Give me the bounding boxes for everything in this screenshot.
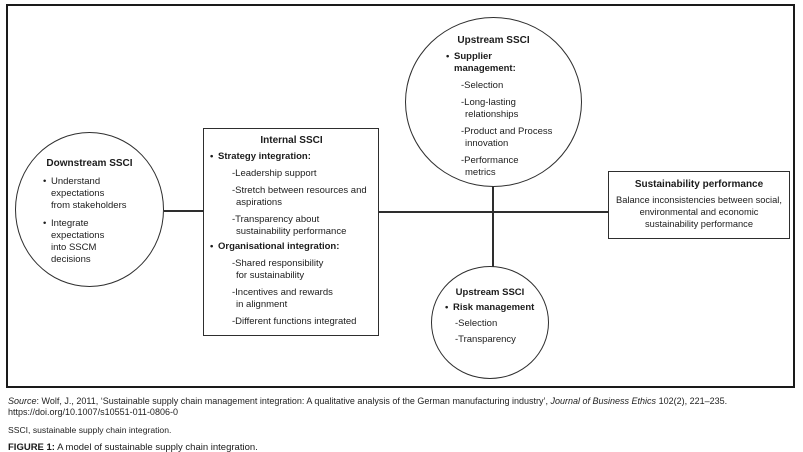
node-title: Upstream SSCI: [455, 287, 525, 298]
source-line: Source: Wolf, J., 2011, ‘Sustainable sup…: [8, 396, 798, 407]
node-upstream-ssci-bottom-ellipse: [431, 266, 549, 379]
node-sustainability-performance: Sustainability performance Balance incon…: [608, 171, 790, 239]
node-downstream-ssci: Downstream SSCI Understand expectations …: [15, 132, 164, 287]
source-journal-title: Journal of Business Ethics: [550, 396, 657, 406]
list-item-text: Understand expectations from stakeholder…: [51, 176, 127, 211]
bullet-heading-label: Risk management: [453, 302, 535, 313]
figure-caption-label: FIGURE 1:: [8, 442, 55, 452]
bullet-heading-label: Strategy integration:: [218, 151, 311, 162]
list-item-text: -Incentives and rewards in alignment: [232, 287, 333, 310]
list-item-text: Integrate expectations into SSCM decisio…: [51, 218, 105, 265]
connector-upstream-vertical: [492, 186, 494, 267]
list-item-text: -Stretch between resources and aspiratio…: [232, 185, 367, 208]
list-item: Understand expectations from stakeholder…: [43, 176, 164, 212]
node-internal-ssci: Internal SSCI Strategy integration: -Lea…: [203, 128, 379, 336]
bullet-icon: [446, 51, 454, 75]
list-item: Integrate expectations into SSCM decisio…: [43, 218, 164, 266]
bullet-icon: [43, 218, 51, 266]
figure-footnotes: Source: Wolf, J., 2011, ‘Sustainable sup…: [8, 396, 798, 452]
bullet-icon: [445, 302, 453, 314]
node-title: Upstream SSCI: [457, 35, 530, 46]
source-label: Source: [8, 396, 37, 406]
connector-internal-sustainability: [378, 211, 609, 213]
node-downstream-ssci-ellipse: [15, 132, 164, 287]
list-item-text: -Transparency about sustainability perfo…: [232, 214, 347, 237]
list-item-text: -Product and Process innovation: [461, 126, 553, 149]
list-item-text: -Different functions integrated: [232, 316, 357, 327]
bullet-heading-label: Supplier management:: [454, 51, 516, 74]
list-item-text: -Selection: [461, 80, 504, 91]
node-body-text: Balance inconsistencies between social, …: [616, 195, 782, 229]
bullet-icon: [210, 241, 218, 253]
node-sustainability-performance-rect: [608, 171, 790, 239]
list-item-text: -Performance metrics: [461, 155, 519, 178]
node-upstream-ssci-top: Upstream SSCI Supplier management: -Sele…: [405, 17, 582, 187]
source-doi-url: https://doi.org/10.1007/s10551-011-0806-…: [8, 407, 178, 417]
figure-caption-text: A model of sustainable supply chain inte…: [54, 442, 258, 452]
bullet-list: Supplier management: -Selection -Long-la…: [446, 51, 582, 179]
node-internal-ssci-rect: [203, 128, 379, 336]
connector-downstream-internal: [164, 210, 204, 212]
node-title: Sustainability performance: [634, 179, 764, 190]
list-item-text: -Transparency: [455, 334, 516, 345]
bullet-heading-label: Organisational integration:: [218, 241, 340, 252]
node-upstream-ssci-top-ellipse: [405, 17, 582, 187]
figure-caption: FIGURE 1: A model of sustainable supply …: [8, 442, 798, 452]
source-pages: 102(2), 221–235.: [656, 396, 728, 406]
list-item-text: -Leadership support: [232, 168, 317, 179]
bullet-icon: [43, 176, 51, 212]
list-item-text: -Long-lasting relationships: [461, 97, 519, 120]
bullet-heading: Strategy integration:: [210, 151, 373, 163]
bullet-heading: Supplier management:: [446, 51, 582, 75]
bullet-icon: [210, 151, 218, 163]
bullet-list: Risk management -Selection -Transparency: [445, 302, 549, 346]
node-title: Downstream SSCI: [46, 158, 133, 169]
bullet-heading: Risk management: [445, 302, 549, 314]
bullet-list: Understand expectations from stakeholder…: [43, 176, 164, 266]
list-item-text: -Selection: [455, 318, 498, 329]
source-text: : Wolf, J., 2011, ‘Sustainable supply ch…: [36, 396, 551, 406]
node-title: Internal SSCI: [260, 135, 323, 146]
abbreviation-note: SSCI, sustainable supply chain integrati…: [8, 425, 172, 435]
bullet-heading: Organisational integration:: [210, 241, 373, 253]
node-upstream-ssci-bottom: Upstream SSCI Risk management -Selection…: [431, 266, 549, 379]
list-item-text: -Shared responsibility for sustainabilit…: [232, 258, 324, 281]
